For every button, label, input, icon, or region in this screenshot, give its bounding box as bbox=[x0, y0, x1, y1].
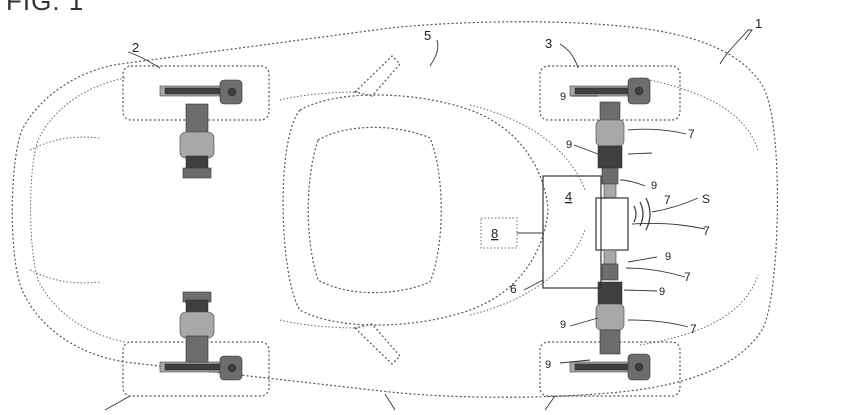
figure-title: FIG. 1 bbox=[6, 0, 85, 16]
label-shaft-4: 9 bbox=[665, 251, 671, 263]
front-right-wheel bbox=[122, 341, 270, 397]
label-rear-axle: 3 bbox=[545, 36, 552, 51]
cabin-outline bbox=[279, 55, 586, 365]
label-joint-2: 7 bbox=[664, 193, 671, 207]
label-housing: 6 bbox=[510, 282, 517, 296]
rear-left-wheel bbox=[539, 65, 681, 121]
label-shaft-5: 9 bbox=[659, 286, 665, 298]
control-unit-box bbox=[480, 217, 518, 249]
rear-drivetrain bbox=[595, 101, 629, 355]
label-control-unit: 8 bbox=[491, 226, 498, 241]
vehicle-body-outline bbox=[11, 21, 779, 398]
label-joint-3: 7 bbox=[703, 224, 710, 238]
label-motor: 4 bbox=[565, 189, 572, 204]
label-shaft-3: 9 bbox=[651, 180, 657, 192]
motor-housing-box bbox=[542, 175, 602, 289]
label-vehicle: 1 bbox=[755, 16, 762, 31]
front-drive-unit-lower bbox=[179, 291, 215, 363]
rear-right-wheel bbox=[539, 341, 681, 397]
label-shaft-6: 9 bbox=[560, 319, 566, 331]
front-left-wheel bbox=[122, 65, 270, 121]
signal-waves-icon bbox=[633, 197, 651, 231]
label-front-axle: 2 bbox=[132, 40, 139, 55]
label-joint-5: 7 bbox=[690, 322, 697, 336]
label-shaft-1: 9 bbox=[560, 91, 566, 103]
label-signal: S bbox=[702, 192, 710, 206]
label-joint-4: 7 bbox=[684, 270, 691, 284]
label-shaft-2: 9 bbox=[566, 139, 572, 151]
label-shaft-7: 9 bbox=[545, 359, 551, 371]
label-joint-1: 7 bbox=[688, 127, 695, 141]
front-drive-unit-upper bbox=[179, 103, 215, 179]
label-body: 5 bbox=[424, 28, 431, 43]
leader-lines bbox=[104, 29, 753, 411]
